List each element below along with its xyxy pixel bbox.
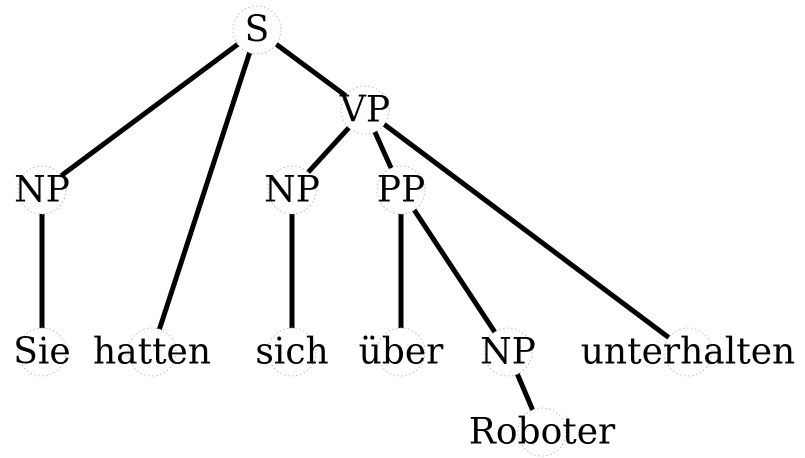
tree-node-sie: Sie bbox=[13, 327, 71, 377]
tree-node-np2: NP bbox=[264, 165, 320, 215]
tree-node-hatten: hatten bbox=[93, 327, 211, 377]
tree-edge-s-hatten bbox=[149, 27, 260, 355]
node-marker bbox=[17, 165, 67, 215]
node-marker bbox=[517, 407, 567, 457]
node-marker bbox=[267, 165, 317, 215]
node-label: NP bbox=[480, 332, 536, 373]
tree-node-roboter: Roboter bbox=[469, 407, 616, 457]
tree-edge-s-np1 bbox=[39, 27, 260, 193]
node-label: NP bbox=[264, 170, 320, 211]
tree-node-pp: PP bbox=[376, 165, 426, 215]
node-marker bbox=[127, 327, 177, 377]
node-marker bbox=[663, 327, 713, 377]
node-marker bbox=[17, 327, 67, 377]
node-label: NP bbox=[14, 170, 70, 211]
node-label: sich bbox=[255, 332, 328, 373]
tree-node-vp: VP bbox=[339, 85, 390, 135]
node-label: PP bbox=[377, 170, 425, 211]
node-marker bbox=[340, 85, 390, 135]
node-marker bbox=[376, 327, 426, 377]
node-label: unterhalten bbox=[581, 332, 795, 373]
node-label: Roboter bbox=[469, 412, 616, 453]
tree-node-sich: sich bbox=[255, 327, 329, 377]
tree-nodes: S VP NP NP PP Sie hatten sich über NP unterhaltenR… bbox=[13, 5, 795, 457]
node-marker bbox=[267, 327, 317, 377]
tree-edge-vp-unterhalten bbox=[362, 107, 691, 355]
node-label: über bbox=[359, 332, 445, 373]
node-label: S bbox=[245, 10, 270, 51]
tree-node-np1: NP bbox=[14, 165, 70, 215]
tree-node-unterhalten: unterhalten bbox=[581, 327, 795, 377]
node-marker bbox=[483, 327, 533, 377]
tree-edge-pp-np3 bbox=[398, 187, 511, 355]
tree-node-ueber: über bbox=[359, 327, 445, 377]
node-marker bbox=[376, 165, 426, 215]
node-label: Sie bbox=[13, 332, 70, 373]
node-label: VP bbox=[339, 90, 390, 131]
node-label: hatten bbox=[93, 332, 211, 373]
tree-node-np3: NP bbox=[480, 327, 536, 377]
node-marker bbox=[232, 5, 282, 55]
tree-node-s: S bbox=[232, 5, 282, 55]
